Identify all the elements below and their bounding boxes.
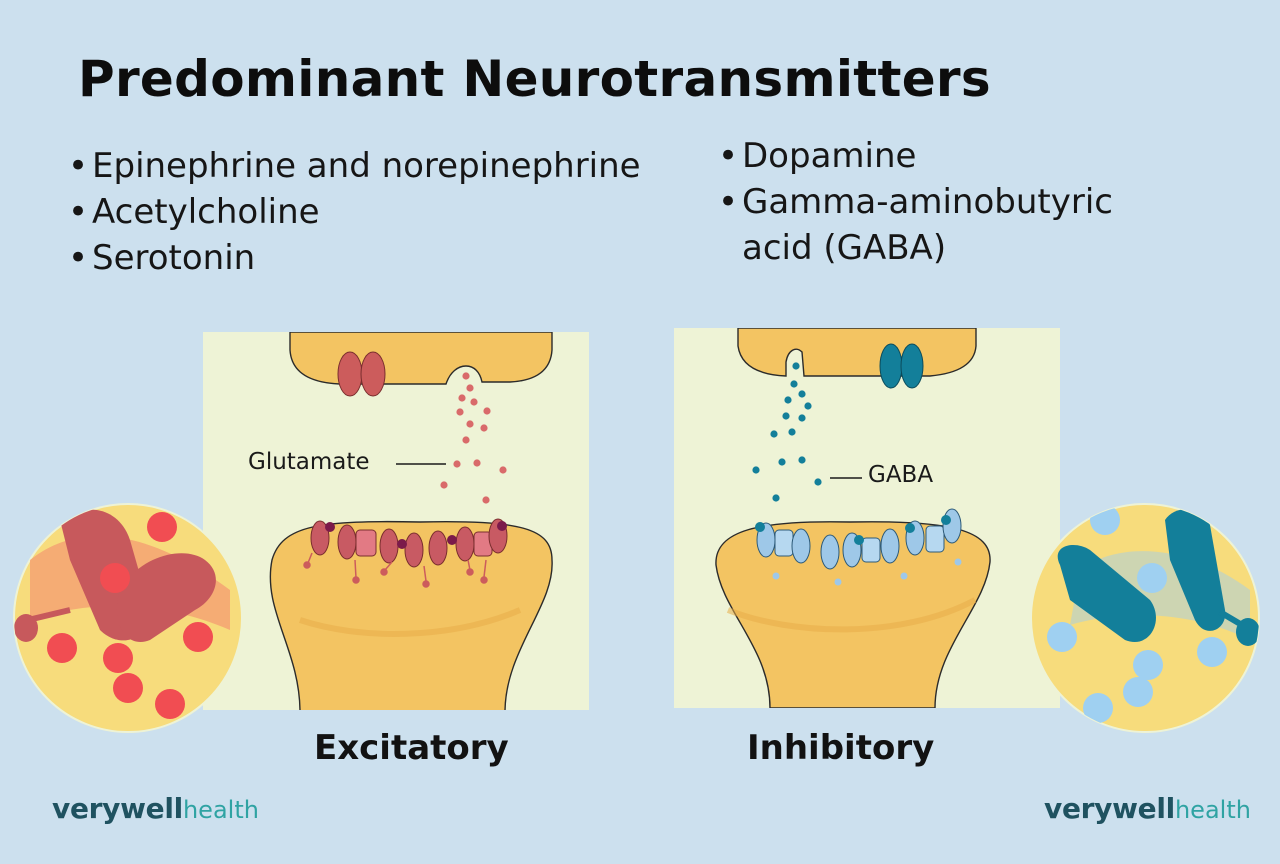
gaba-particles	[752, 362, 822, 502]
bullet-icon: •	[68, 238, 89, 278]
list-item: •Gamma-aminobutyric acid (GABA)	[718, 179, 1158, 271]
neurotransmitter-list-right: •Dopamine •Gamma-aminobutyric acid (GABA…	[718, 133, 1158, 271]
presynaptic-terminal	[289, 332, 553, 385]
page-title: Predominant Neurotransmitters	[78, 50, 991, 108]
presynaptic-receptor	[337, 351, 386, 397]
glutamate-particles	[440, 372, 507, 504]
list-item: •Acetylcholine	[68, 189, 641, 235]
list-item: •Epinephrine and norepinephrine	[68, 143, 641, 189]
excitatory-zoom-circle	[13, 503, 243, 733]
postsynaptic-terminal	[269, 520, 553, 710]
neurotransmitter-list-left: •Epinephrine and norepinephrine •Acetylc…	[68, 143, 641, 281]
presynaptic-receptor	[879, 343, 924, 389]
list-item: •Dopamine	[718, 133, 1158, 179]
inhibitory-zoom-circle	[1030, 503, 1260, 733]
bullet-icon: •	[718, 136, 739, 176]
presynaptic-terminal	[737, 328, 977, 377]
verywell-health-logo-right: verywellhealth	[1044, 792, 1251, 825]
postsynaptic-receptors	[756, 508, 962, 570]
inhibitory-panel	[674, 328, 1060, 708]
bullet-icon: •	[718, 182, 739, 222]
list-item: •Serotonin	[68, 235, 641, 281]
excitatory-caption: Excitatory	[314, 728, 509, 768]
postsynaptic-terminal	[715, 521, 991, 708]
gaba-label: GABA	[868, 462, 934, 488]
bullet-icon: •	[68, 192, 89, 232]
postsynaptic-receptors	[310, 518, 508, 568]
bullet-icon: •	[68, 146, 89, 186]
excitatory-panel	[203, 332, 589, 710]
inhibitory-caption: Inhibitory	[747, 728, 935, 768]
verywell-health-logo-left: verywellhealth	[52, 792, 259, 825]
glutamate-label: Glutamate	[248, 449, 370, 475]
